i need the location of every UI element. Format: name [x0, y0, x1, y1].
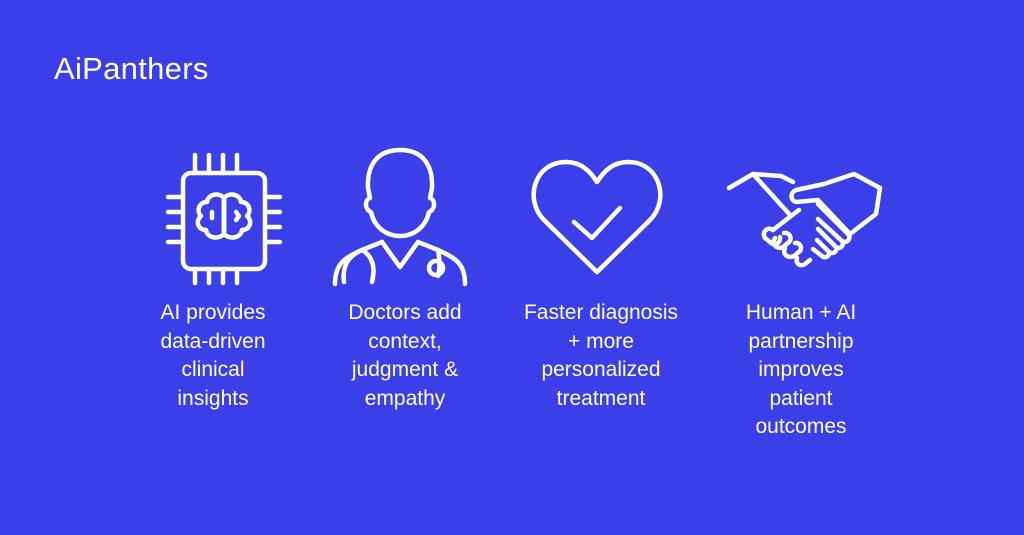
- feature-text-line: judgment &: [351, 358, 459, 382]
- feature-faster-diagnosis: Faster diagnosis + more personalized tre…: [501, 299, 701, 413]
- feature-text-line: Faster diagnosis: [523, 301, 679, 324]
- feature-partnership: Human + AI partnership improves patient …: [701, 299, 901, 442]
- doctor-stethoscope-icon: [332, 147, 468, 287]
- feature-text-line: improves: [758, 358, 844, 382]
- feature-text-line: outcomes: [755, 415, 847, 439]
- feature-text-line: personalized: [541, 358, 661, 382]
- feature-text-line: context,: [368, 329, 442, 353]
- feature-text-line: partnership: [748, 329, 854, 353]
- feature-ai-insights: AI provides data-driven clinical insight…: [113, 299, 313, 413]
- brand-logo: AiPanthers: [54, 51, 209, 86]
- feature-text-line: + more: [568, 329, 634, 353]
- feature-text-line: Doctors add: [348, 301, 462, 324]
- feature-text-line: AI provides: [160, 301, 266, 324]
- feature-text-line: empathy: [364, 386, 446, 410]
- feature-text-line: clinical: [181, 358, 245, 382]
- heart-check-icon: [531, 159, 663, 275]
- feature-text-line: Human + AI: [745, 301, 857, 324]
- feature-text-line: treatment: [556, 386, 646, 410]
- feature-text-line: patient: [769, 386, 833, 410]
- feature-doctors: Doctors add context, judgment & empathy: [305, 299, 505, 413]
- ai-chip-brain-icon: [165, 152, 283, 286]
- feature-text-line: data-driven: [160, 329, 266, 353]
- feature-text-line: insights: [177, 386, 249, 410]
- handshake-icon: [726, 171, 883, 268]
